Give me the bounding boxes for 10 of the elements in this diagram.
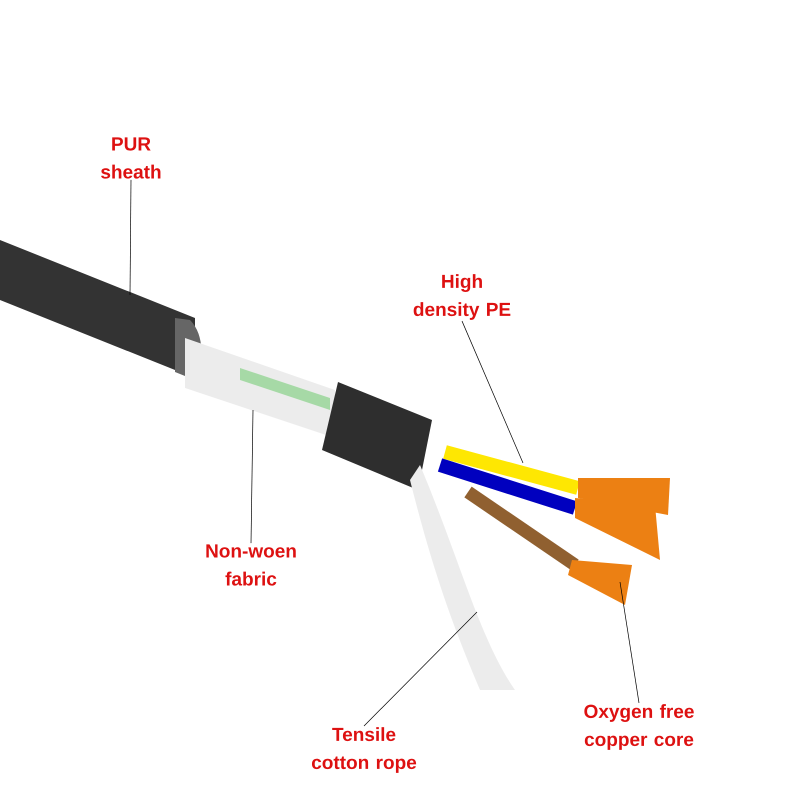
part-label: High density PE [414, 274, 510, 320]
part-label: PUR sheath [101, 137, 160, 179]
leader-line [250, 410, 254, 544]
leader-line [130, 179, 132, 296]
part-label: Tensile cotton rope [312, 727, 416, 773]
part-label: Non-woen fabric [206, 544, 296, 586]
part-label: Oxygen free copper core [584, 704, 694, 750]
leader-line [462, 320, 524, 464]
leader-line [620, 582, 640, 704]
leader-line [364, 612, 478, 726]
